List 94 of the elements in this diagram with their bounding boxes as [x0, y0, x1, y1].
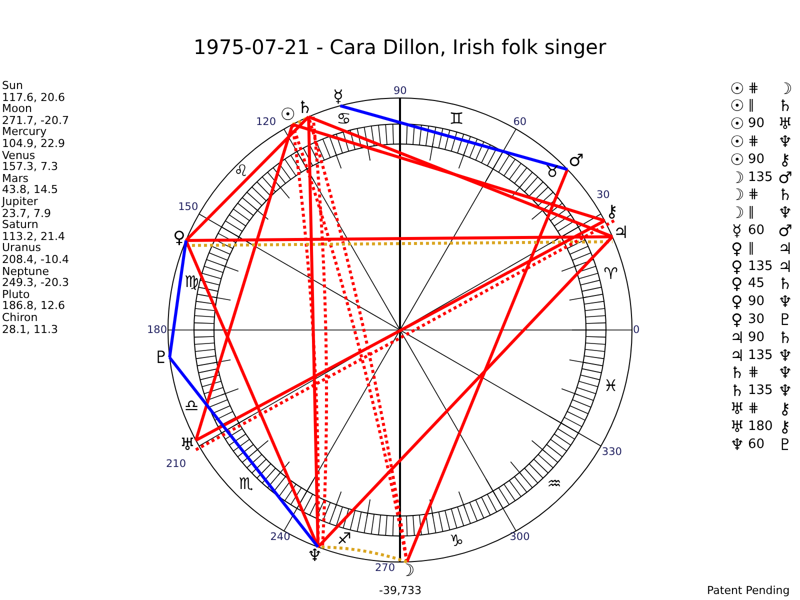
- aspect-symbol: ∥: [748, 205, 754, 220]
- aspect-symbol: ⋕: [748, 187, 759, 202]
- planet-symbol: ♆: [778, 382, 792, 400]
- planet-coordinates: 208.4, -10.4: [2, 254, 69, 266]
- planet-coordinates: 23.7, 7.9: [2, 208, 51, 220]
- planet-name: Venus: [2, 150, 36, 162]
- aspect-symbol: 135: [748, 170, 773, 184]
- planet-symbol: ♆: [778, 364, 792, 382]
- planet-coordinates: 28.1, 11.3: [2, 324, 58, 336]
- degree-label: 0: [633, 324, 640, 336]
- planet-symbol: ♀: [731, 310, 743, 328]
- planet-symbol: ♅: [730, 418, 744, 435]
- planet-symbol: ♀: [731, 275, 743, 292]
- planet-symbol: ♀: [731, 258, 743, 274]
- planet-symbol: ☽: [730, 168, 744, 186]
- planet-coordinates: 271.7, -20.7: [2, 114, 69, 126]
- aspect-symbol: ∥: [748, 98, 754, 114]
- planet-symbol: ♀: [731, 293, 743, 310]
- planet-symbol: ♄: [730, 382, 744, 400]
- aspect-symbol: ⋕: [748, 134, 759, 149]
- planet-coordinates: 117.6, 20.6: [2, 92, 65, 104]
- planet-symbol: ♆: [778, 293, 792, 310]
- aspect-symbol: ∥: [748, 240, 754, 256]
- planet-symbol: ♅: [730, 400, 744, 417]
- degree-label: 90: [394, 86, 407, 97]
- planet-coordinates: 43.8, 14.5: [2, 184, 58, 196]
- aspect-symbol: 135: [748, 383, 773, 398]
- planet-symbol: ☉: [730, 150, 744, 168]
- degree-label: 180: [147, 324, 168, 336]
- planet-symbol: ♄: [778, 328, 792, 346]
- planet-coordinates: 186.8, 12.6: [2, 300, 65, 312]
- degree-label: 270: [375, 562, 396, 574]
- planet-symbol: ♆: [778, 132, 792, 150]
- planet-symbol: ⚷: [779, 400, 791, 417]
- planet-name: Mars: [2, 172, 28, 184]
- aspect-symbol: ⋕: [748, 80, 759, 96]
- planet-coordinates: 104.9, 22.9: [2, 138, 65, 150]
- planet-name: Neptune: [2, 266, 50, 278]
- planet-symbol: ♇: [778, 436, 792, 452]
- planet-name: Saturn: [2, 219, 38, 231]
- aspect-symbol: 135: [748, 348, 773, 362]
- planet-name: Uranus: [2, 242, 41, 254]
- footer-note: Patent Pending: [707, 585, 790, 597]
- planet-coordinates: 249.3, -20.3: [2, 277, 69, 289]
- planet-symbol: ♄: [778, 186, 792, 204]
- aspect-symbol: 90: [748, 116, 765, 132]
- aspect-symbol: 180: [748, 418, 773, 434]
- planet-symbol: ♃: [730, 346, 744, 364]
- planet-symbol: ⚷: [779, 418, 791, 435]
- planet-symbol: ♃: [730, 328, 744, 346]
- planet-symbol: ☽: [778, 80, 792, 96]
- aspect-symbol: 60: [748, 222, 765, 238]
- aspect-symbol: 90: [748, 152, 765, 167]
- planet-name: Chiron: [2, 312, 38, 324]
- planet-coordinates: 157.3, 7.3: [2, 161, 58, 173]
- planet-symbol: ♂: [778, 168, 792, 186]
- planet-symbol: ☉: [730, 115, 744, 132]
- planet-symbol: ⚷: [779, 150, 791, 168]
- planet-symbol: ♃: [778, 240, 792, 257]
- planet-symbol: ♇: [152, 349, 170, 368]
- planet-symbol: ☉: [730, 97, 744, 114]
- aspect-symbol: ⋕: [748, 365, 759, 380]
- aspect-symbol: 60: [748, 436, 765, 452]
- planet-coordinates: 113.2, 21.4: [2, 230, 65, 242]
- planet-symbol: ♃: [778, 258, 792, 274]
- planet-name: Sun: [2, 80, 23, 92]
- aspect-symbol: 90: [748, 294, 765, 310]
- planet-symbol: ☉: [730, 80, 744, 96]
- planet-name: Pluto: [2, 288, 30, 300]
- planet-symbol: ♅: [778, 115, 792, 132]
- planet-symbol: ♄: [778, 275, 792, 292]
- planet-symbol: ♆: [778, 346, 792, 364]
- planet-name: Mercury: [2, 126, 47, 138]
- planet-symbol: ☽: [730, 204, 744, 222]
- value-label: -39,733: [379, 585, 422, 597]
- planet-symbol: ♂: [778, 222, 792, 239]
- planet-symbol: ♀: [731, 240, 743, 257]
- planet-symbol: ♆: [778, 204, 792, 222]
- aspect-symbol: 45: [748, 276, 765, 292]
- planet-symbol: ♇: [778, 310, 792, 328]
- aspect-symbol: 135: [748, 258, 773, 274]
- planet-symbol: ♄: [730, 364, 744, 382]
- planet-name: Moon: [2, 103, 32, 115]
- aspect-symbol: 30: [748, 312, 765, 327]
- planet-symbol: ☿: [732, 222, 742, 239]
- planet-symbol: ♆: [730, 436, 744, 452]
- planet-symbol: ♄: [778, 97, 792, 114]
- aspect-symbol: ⋕: [748, 400, 759, 416]
- chart-title: 1975-07-21 - Cara Dillon, Irish folk singer: [194, 35, 606, 59]
- planet-name: Jupiter: [2, 196, 38, 208]
- planet-symbol: ☽: [730, 186, 744, 204]
- planet-symbol: ☽: [398, 562, 416, 580]
- aspect-symbol: 90: [748, 330, 765, 345]
- planet-symbol: ☉: [730, 132, 744, 150]
